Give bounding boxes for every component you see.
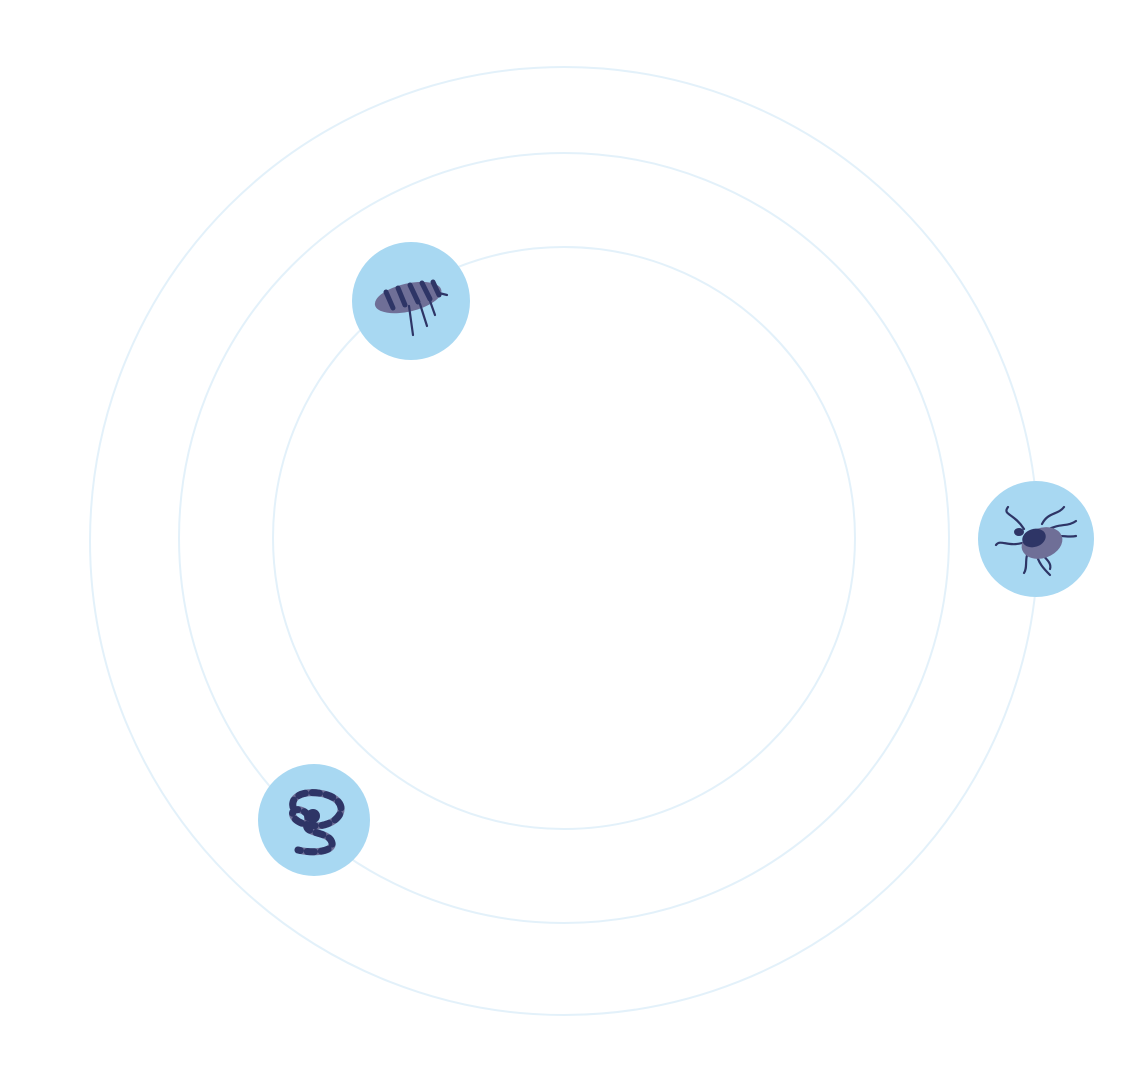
flea-stripe-2 [395,285,408,308]
worm-badge [258,764,370,876]
flea-badge [352,242,470,360]
tick-leg-2 [994,541,1024,547]
flea-leg-1 [407,304,415,337]
flea-icon [374,279,449,337]
tick-badge [978,481,1094,597]
flea-leg-2 [418,302,429,328]
orbit-middle [178,152,950,924]
orbit-rings [89,66,1039,1016]
tick-icon [994,505,1078,577]
flea-stripe-1 [383,289,396,311]
orbit-inner [272,246,856,830]
tick-leg-1 [1005,505,1026,531]
worm-icon [289,789,345,856]
tick-head [1014,528,1024,536]
tick-leg-5 [1040,505,1066,526]
flea-leg-3 [428,299,437,317]
worm-head [306,809,320,823]
tick-shield [1022,528,1046,548]
worm-stripes [289,789,345,856]
flea-stripe-4 [419,280,433,302]
flea-antenna [437,291,449,297]
orbit-outer [89,66,1039,1016]
flea-stripe-3 [407,282,421,305]
